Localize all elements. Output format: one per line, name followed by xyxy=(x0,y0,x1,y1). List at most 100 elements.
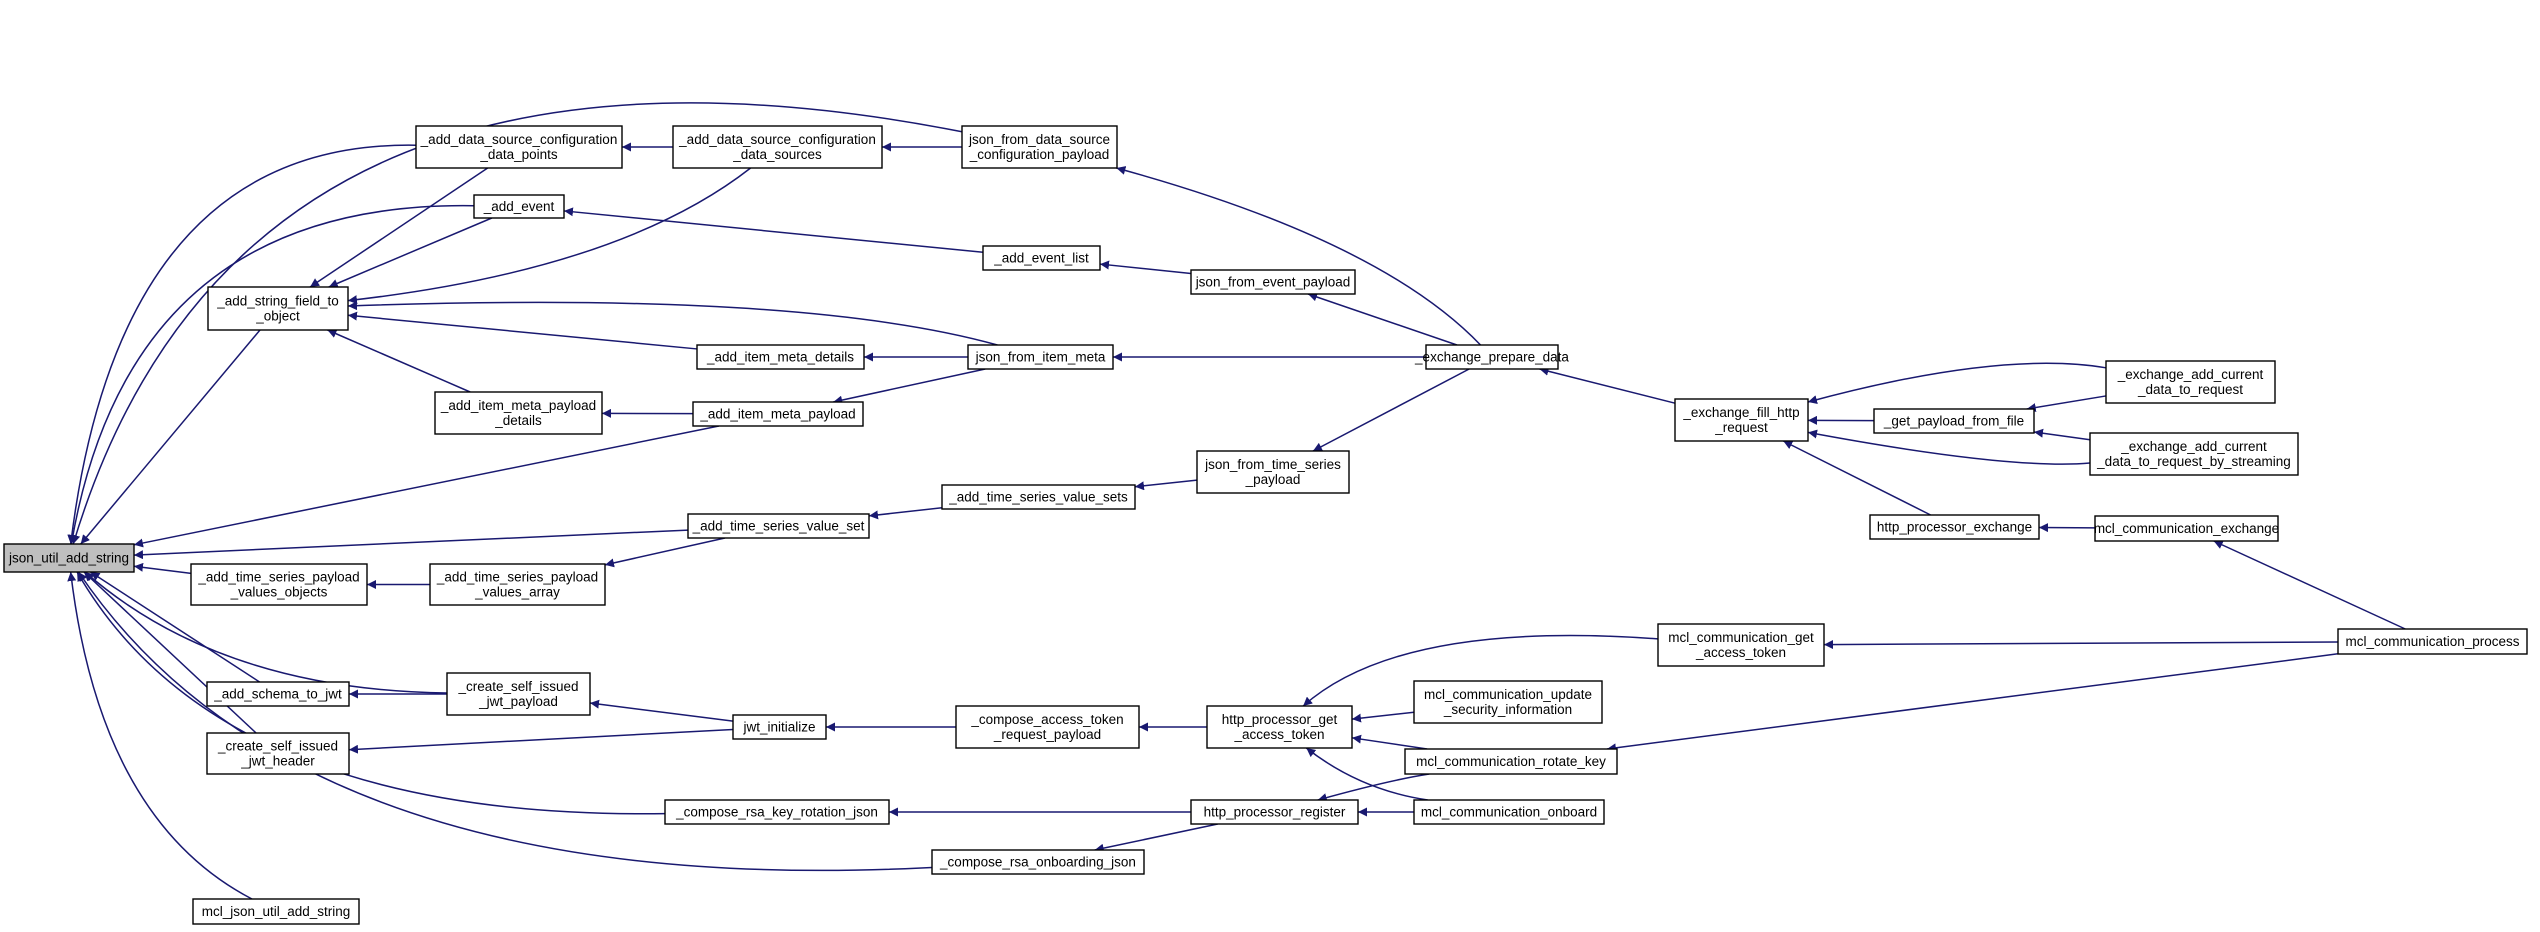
node-box[interactable] xyxy=(1425,344,1559,370)
node-box[interactable] xyxy=(1413,680,1603,724)
node-compose-rsa-key-rotation[interactable]: _compose_rsa_key_rotation_json xyxy=(664,799,890,825)
node-box[interactable] xyxy=(2337,628,2528,655)
node-box[interactable] xyxy=(192,898,360,925)
node-label: _add_item_meta_details xyxy=(706,350,854,365)
node-json-from-ts[interactable]: json_from_time_series_payload xyxy=(1196,450,1350,494)
node-label: _data_points xyxy=(479,147,558,162)
node-add-event[interactable]: _add_event xyxy=(473,194,565,219)
node-http-processor-register[interactable]: http_processor_register xyxy=(1190,799,1359,825)
node-label: _request xyxy=(1714,420,1768,435)
node-box[interactable] xyxy=(2094,515,2279,542)
edge-add_ts_value_sets-to-add_ts_value_set xyxy=(868,507,943,520)
node-box[interactable] xyxy=(1873,408,2035,434)
node-get-payload-from-file[interactable]: _get_payload_from_file xyxy=(1873,408,2035,434)
edge-add_schema_to_jwt-to-root xyxy=(90,571,260,683)
node-create-jwt-header[interactable]: _create_self_issued_jwt_header xyxy=(206,732,350,775)
node-box[interactable] xyxy=(1190,799,1359,825)
node-label: http_processor_exchange xyxy=(1877,520,2032,535)
node-exchange-add-current[interactable]: _exchange_add_current_data_to_request xyxy=(2105,360,2276,404)
node-box[interactable] xyxy=(732,714,827,740)
edge-jwt_initialize-to-create_jwt_payload xyxy=(589,699,734,722)
edge-mcl_json_util_add_string-to-root xyxy=(67,571,253,900)
node-box[interactable] xyxy=(3,543,135,573)
node-mcl-json-util-add-string[interactable]: mcl_json_util_add_string xyxy=(192,898,360,925)
node-box[interactable] xyxy=(696,344,865,370)
node-http-processor-exchange[interactable]: http_processor_exchange xyxy=(1869,514,2040,540)
node-mcl-comm-onboard[interactable]: mcl_communication_onboard xyxy=(1413,799,1605,825)
node-box[interactable] xyxy=(1657,623,1825,667)
node-add-ts-payload-values-objects[interactable]: _add_time_series_payload_values_objects xyxy=(190,563,368,606)
node-label: mcl_communication_rotate_key xyxy=(1416,754,1606,769)
node-box[interactable] xyxy=(672,125,883,169)
edge-exchange_prepare-to-json_from_ts xyxy=(1312,368,1470,452)
node-add-ts-value-sets[interactable]: _add_time_series_value_sets xyxy=(941,484,1136,510)
node-box[interactable] xyxy=(1674,398,1809,442)
node-label: _access_token xyxy=(1233,727,1324,742)
edge-add_ds_cfg_points-to-add_string_field xyxy=(309,167,489,288)
node-box[interactable] xyxy=(931,849,1145,875)
node-box[interactable] xyxy=(692,401,864,427)
node-box[interactable] xyxy=(2089,432,2299,476)
node-box[interactable] xyxy=(955,705,1140,749)
node-box[interactable] xyxy=(1869,514,2040,540)
node-json-from-ds-cfg[interactable]: json_from_data_source_configuration_payl… xyxy=(961,125,1118,169)
node-box[interactable] xyxy=(1206,705,1353,749)
node-box[interactable] xyxy=(961,125,1118,169)
node-compose-access-token[interactable]: _compose_access_token_request_payload xyxy=(955,705,1140,749)
node-add-ds-cfg-sources[interactable]: _add_data_source_configuration_data_sour… xyxy=(672,125,883,169)
node-exchange-fill[interactable]: _exchange_fill_http_request xyxy=(1674,398,1809,442)
node-mcl-comm-get-token[interactable]: mcl_communication_get_access_token xyxy=(1657,623,1825,667)
node-label: mcl_communication_onboard xyxy=(1421,805,1597,820)
node-label: _exchange_prepare_data xyxy=(1414,350,1569,365)
node-mcl-comm-rotate-key[interactable]: mcl_communication_rotate_key xyxy=(1404,748,1618,775)
edges-layer xyxy=(67,102,2406,900)
node-mcl-comm-process[interactable]: mcl_communication_process xyxy=(2337,628,2528,655)
node-box[interactable] xyxy=(1190,269,1356,295)
node-label: _add_time_series_value_set xyxy=(692,519,865,534)
node-add-ds-cfg-points[interactable]: _add_data_source_configuration_data_poin… xyxy=(415,125,623,169)
edge-create_jwt_payload-to-root xyxy=(84,571,448,694)
edge-mcl_comm_process-to-mcl_comm_get_token xyxy=(1823,640,2339,650)
node-box[interactable] xyxy=(473,194,565,219)
node-box[interactable] xyxy=(429,563,606,606)
node-box[interactable] xyxy=(434,391,603,435)
node-label: _jwt_header xyxy=(240,754,315,769)
node-mcl-comm-update-security[interactable]: mcl_communication_update_security_inform… xyxy=(1413,680,1603,724)
node-exchange-add-current-stream[interactable]: _exchange_add_current_data_to_request_by… xyxy=(2089,432,2299,476)
node-box[interactable] xyxy=(206,681,350,707)
node-add-item-meta-payload[interactable]: _add_item_meta_payload xyxy=(692,401,864,427)
node-add-event-list[interactable]: _add_event_list xyxy=(982,245,1101,271)
node-box[interactable] xyxy=(941,484,1136,510)
node-root[interactable]: json_util_add_string xyxy=(3,543,135,573)
edge-add_ts_value_set-to-add_ts_payload_values_array xyxy=(604,537,726,568)
node-box[interactable] xyxy=(982,245,1101,271)
node-jwt-initialize[interactable]: jwt_initialize xyxy=(732,714,827,740)
edge-json_from_event-to-add_event_list xyxy=(1099,260,1192,275)
node-http-processor-get-token[interactable]: http_processor_get_access_token xyxy=(1206,705,1353,749)
node-exchange-prepare[interactable]: _exchange_prepare_data xyxy=(1414,344,1569,370)
node-box[interactable] xyxy=(1413,799,1605,825)
node-add-string-field[interactable]: _add_string_field_to_object xyxy=(207,286,349,331)
node-box[interactable] xyxy=(1196,450,1350,494)
node-compose-rsa-onboarding[interactable]: _compose_rsa_onboarding_json xyxy=(931,849,1145,875)
node-box[interactable] xyxy=(2105,360,2276,404)
node-box[interactable] xyxy=(206,732,350,775)
node-add-item-meta-details[interactable]: _add_item_meta_details xyxy=(696,344,865,370)
node-mcl-comm-exchange[interactable]: mcl_communication_exchange xyxy=(2094,515,2279,542)
node-label: _object xyxy=(255,309,300,324)
node-box[interactable] xyxy=(967,344,1114,370)
node-box[interactable] xyxy=(1404,748,1618,775)
node-add-ts-payload-values-array[interactable]: _add_time_series_payload_values_array xyxy=(429,563,606,606)
node-box[interactable] xyxy=(415,125,623,169)
node-box[interactable] xyxy=(687,513,870,539)
node-json-from-item-meta[interactable]: json_from_item_meta xyxy=(967,344,1114,370)
node-box[interactable] xyxy=(446,672,591,716)
node-box[interactable] xyxy=(190,563,368,606)
node-add-schema-to-jwt[interactable]: _add_schema_to_jwt xyxy=(206,681,350,707)
node-box[interactable] xyxy=(664,799,890,825)
node-json-from-event[interactable]: json_from_event_payload xyxy=(1190,269,1356,295)
node-create-jwt-payload[interactable]: _create_self_issued_jwt_payload xyxy=(446,672,591,716)
node-box[interactable] xyxy=(207,286,349,331)
node-add-item-meta-payload-details[interactable]: _add_item_meta_payload_details xyxy=(434,391,603,435)
node-add-ts-value-set[interactable]: _add_time_series_value_set xyxy=(687,513,870,539)
